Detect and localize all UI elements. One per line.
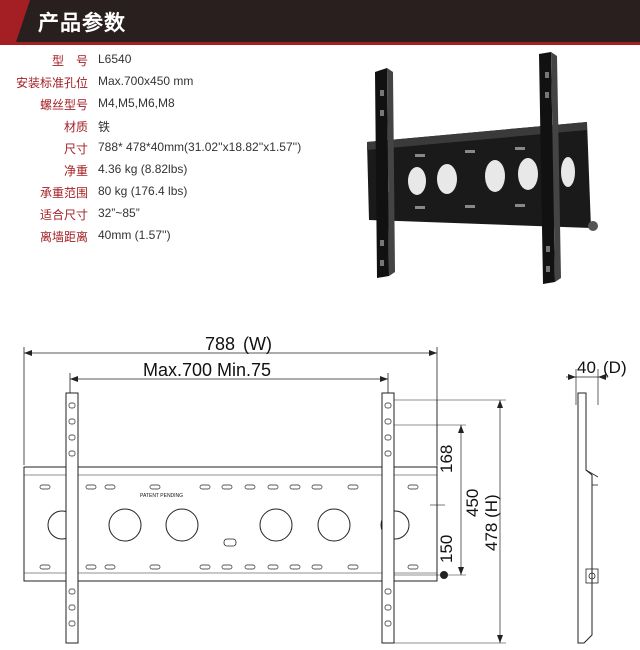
- spec-row-screws: 螺丝型号 M4,M5,M6,M8: [0, 96, 340, 116]
- width-dimension-unit: (W): [243, 334, 272, 354]
- plate-text: PATENT PENDING: [140, 493, 183, 499]
- spec-value: 80 kg (176.4 lbs): [98, 184, 188, 198]
- spec-value: 铁: [98, 120, 111, 134]
- spec-row-vesa: 安装标准孔位 Max.700x450 mm: [0, 74, 340, 94]
- product-photo: [367, 52, 598, 284]
- spec-row-model: 型 号 L6540: [0, 52, 340, 72]
- spec-label: 型 号: [51, 54, 88, 68]
- spec-label: 螺丝型号: [39, 98, 88, 112]
- depth-value: 40: [577, 358, 596, 377]
- header-underline: [0, 42, 640, 45]
- spec-value: 788* 478*40mm(31.02''x18.82''x1.57''): [98, 140, 302, 154]
- width-dimension-value: 788: [205, 334, 235, 354]
- spec-value: M4,M5,M6,M8: [98, 96, 175, 110]
- depth-unit: (D): [603, 358, 627, 377]
- section-header: 产品参数: [0, 0, 640, 45]
- spec-label: 承重范围: [39, 186, 88, 200]
- spec-label: 尺寸: [63, 142, 88, 156]
- spec-row-screen-size: 适合尺寸 32”~85”: [0, 206, 340, 226]
- spec-value: 4.36 kg (8.82lbs): [98, 162, 188, 176]
- hole-height-label: 450: [463, 489, 482, 517]
- section-title: 产品参数: [38, 11, 126, 35]
- spec-label: 离墙距离: [39, 230, 88, 244]
- spec-label: 净重: [63, 164, 88, 178]
- spec-label: 材质: [63, 120, 88, 134]
- technical-drawing: 788 (W) Max.700 Min.75 PATENT PENDING: [23, 334, 627, 644]
- spec-row-material: 材质 铁: [0, 118, 340, 138]
- spec-value: L6540: [98, 52, 132, 66]
- spec-label: 安装标准孔位: [15, 76, 88, 90]
- spec-value: 32”~85”: [98, 206, 140, 220]
- header-accent-diagonal: [16, 0, 30, 42]
- spec-value: 40mm (1.57''): [98, 228, 171, 242]
- height-bottom-label: 150: [437, 535, 456, 563]
- spec-label: 适合尺寸: [39, 208, 88, 222]
- spec-row-size: 尺寸 788* 478*40mm(31.02''x18.82''x1.57''): [0, 140, 340, 160]
- hole-range-label: Max.700 Min.75: [143, 360, 271, 380]
- spec-row-load: 承重范围 80 kg (176.4 lbs): [0, 184, 340, 204]
- header-accent: [0, 0, 16, 42]
- spec-row-wall-distance: 离墙距离 40mm (1.57''): [0, 228, 340, 248]
- total-height-label: 478 (H): [482, 494, 501, 551]
- height-top-label: 168: [437, 445, 456, 473]
- spec-row-weight: 净重 4.36 kg (8.82lbs): [0, 162, 340, 182]
- spec-value: Max.700x450 mm: [98, 74, 194, 88]
